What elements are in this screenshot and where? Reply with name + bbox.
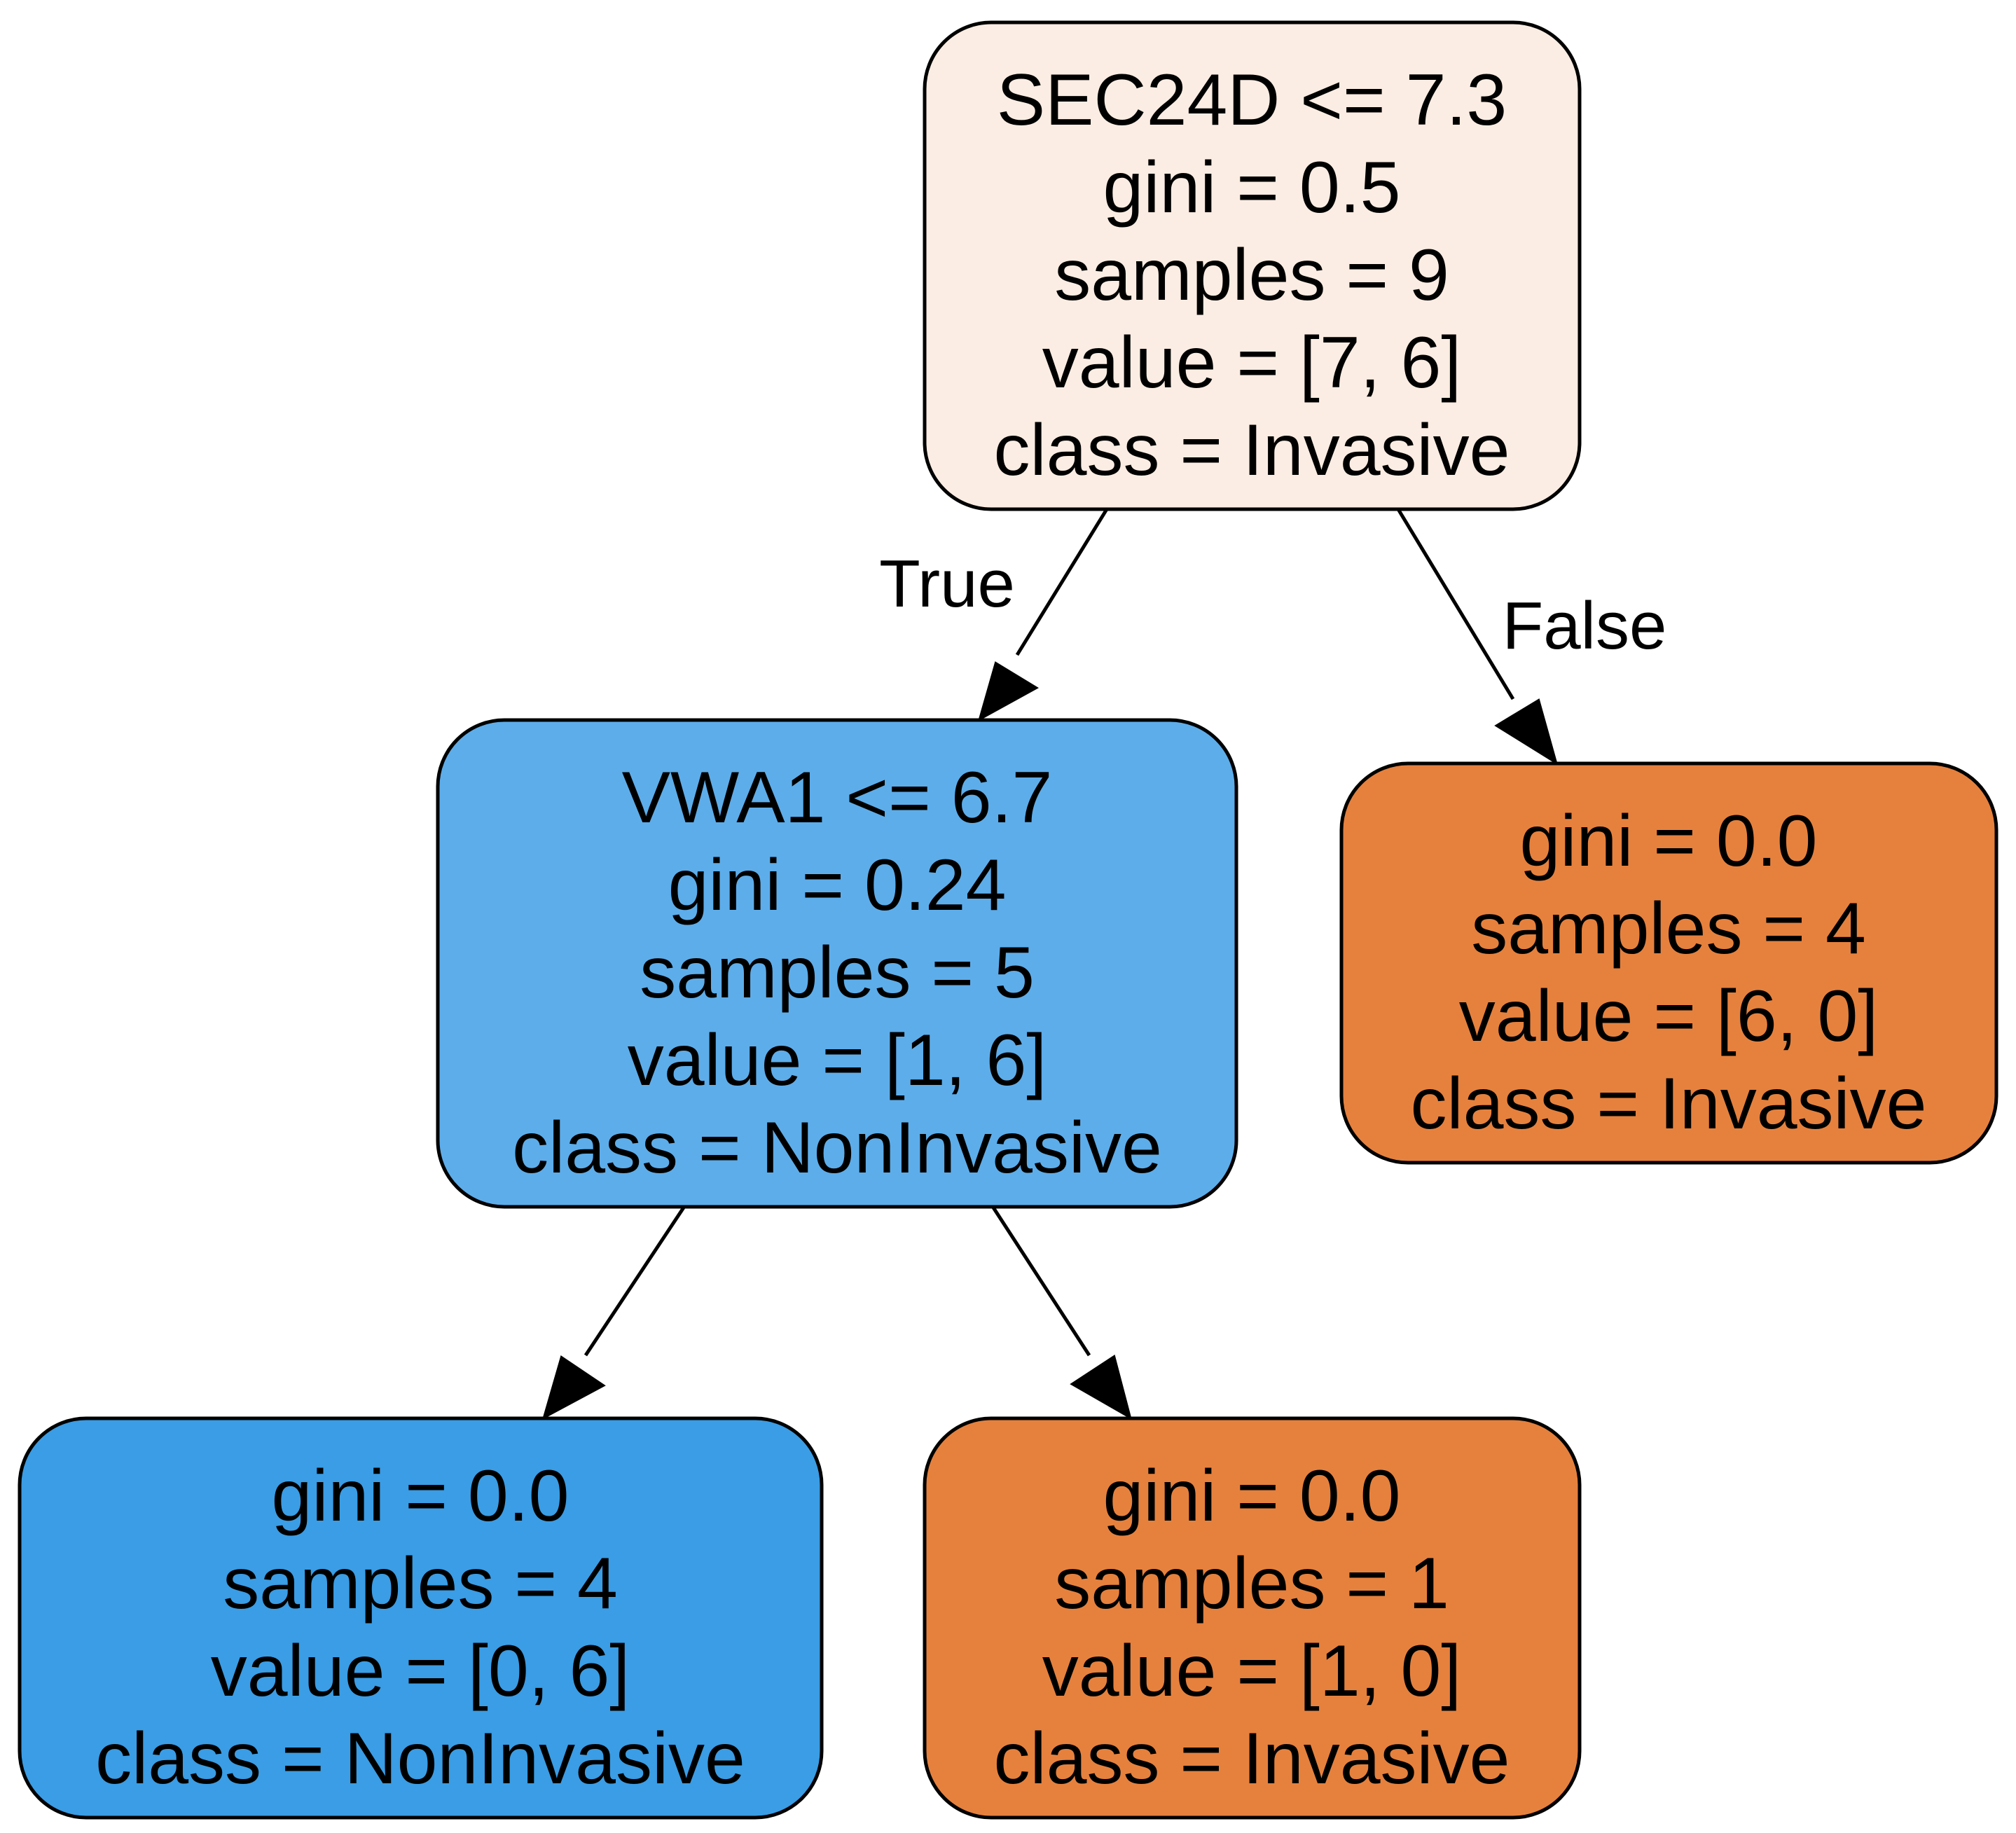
arrow-split-left-to-leaf-left-right bbox=[1070, 1355, 1132, 1420]
tree-node-leaf-left-right: gini = 0.0 samples = 1 value = [1, 0] cl… bbox=[923, 1416, 1582, 1820]
node-leaf-left-right-line-3: value = [1, 0] bbox=[1042, 1631, 1461, 1712]
edges bbox=[541, 508, 1559, 1420]
edge-label-true: True bbox=[879, 546, 1015, 621]
node-split-left-line-2: gini = 0.24 bbox=[668, 845, 1007, 926]
node-root-line-2: gini = 0.5 bbox=[1103, 147, 1401, 228]
node-split-left-line-5: class = NonInvasive bbox=[512, 1107, 1162, 1189]
node-box-root bbox=[923, 20, 1582, 511]
node-root-line-3: samples = 9 bbox=[1054, 235, 1449, 316]
node-leaf-right-line-3: value = [6, 0] bbox=[1459, 976, 1878, 1057]
node-leaf-left-left-line-2: samples = 4 bbox=[223, 1543, 618, 1624]
edge-split-left-to-leaf-left-right bbox=[991, 1206, 1091, 1357]
node-leaf-left-left-line-4: class = NonInvasive bbox=[95, 1718, 745, 1799]
node-box-leaf-left-right bbox=[923, 1416, 1582, 1820]
node-split-left-line-3: samples = 5 bbox=[640, 932, 1035, 1014]
arrow-root-to-leaf-right bbox=[1494, 698, 1559, 766]
arrow-root-to-split-left bbox=[977, 661, 1039, 722]
node-leaf-right-line-1: gini = 0.0 bbox=[1520, 801, 1818, 882]
node-box-leaf-left-left bbox=[18, 1416, 824, 1820]
edge-label-false: False bbox=[1503, 588, 1667, 663]
node-leaf-left-right-line-4: class = Invasive bbox=[994, 1718, 1510, 1799]
arrow-split-left-to-leaf-left-left bbox=[541, 1355, 606, 1420]
edge-root-to-split-left bbox=[1015, 508, 1109, 656]
node-box-split-left bbox=[436, 718, 1238, 1209]
node-leaf-left-right-line-2: samples = 1 bbox=[1054, 1543, 1449, 1624]
node-leaf-left-left-line-1: gini = 0.0 bbox=[272, 1455, 569, 1537]
node-split-left-line-4: value = [1, 6] bbox=[628, 1020, 1047, 1101]
node-split-left-line-1: VWA1 <= 6.7 bbox=[622, 757, 1053, 838]
node-leaf-right-line-4: class = Invasive bbox=[1411, 1063, 1927, 1144]
edge-split-left-to-leaf-left-left bbox=[584, 1206, 686, 1357]
node-root-line-4: value = [7, 6] bbox=[1042, 322, 1461, 403]
tree-node-split-left: VWA1 <= 6.7 gini = 0.24 samples = 5 valu… bbox=[436, 718, 1238, 1209]
tree-node-leaf-left-left: gini = 0.0 samples = 4 value = [0, 6] cl… bbox=[18, 1416, 824, 1820]
node-leaf-right-line-2: samples = 4 bbox=[1471, 888, 1866, 969]
node-box-leaf-right bbox=[1339, 761, 1998, 1165]
node-root-line-5: class = Invasive bbox=[994, 410, 1510, 491]
node-leaf-left-right-line-1: gini = 0.0 bbox=[1103, 1455, 1401, 1537]
tree-node-leaf-right: gini = 0.0 samples = 4 value = [6, 0] cl… bbox=[1339, 761, 1998, 1165]
edge-root-to-leaf-right bbox=[1396, 508, 1515, 700]
tree-node-root: SEC24D <= 7.3 gini = 0.5 samples = 9 val… bbox=[923, 20, 1582, 511]
node-leaf-left-left-line-3: value = [0, 6] bbox=[211, 1631, 630, 1712]
node-root-line-1: SEC24D <= 7.3 bbox=[997, 60, 1507, 141]
